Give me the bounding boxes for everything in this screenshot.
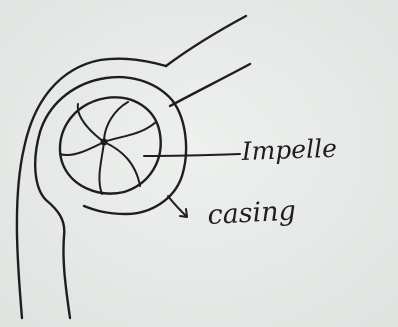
casing-label: casing (207, 195, 297, 231)
impeller-label: Impelle (240, 134, 337, 166)
